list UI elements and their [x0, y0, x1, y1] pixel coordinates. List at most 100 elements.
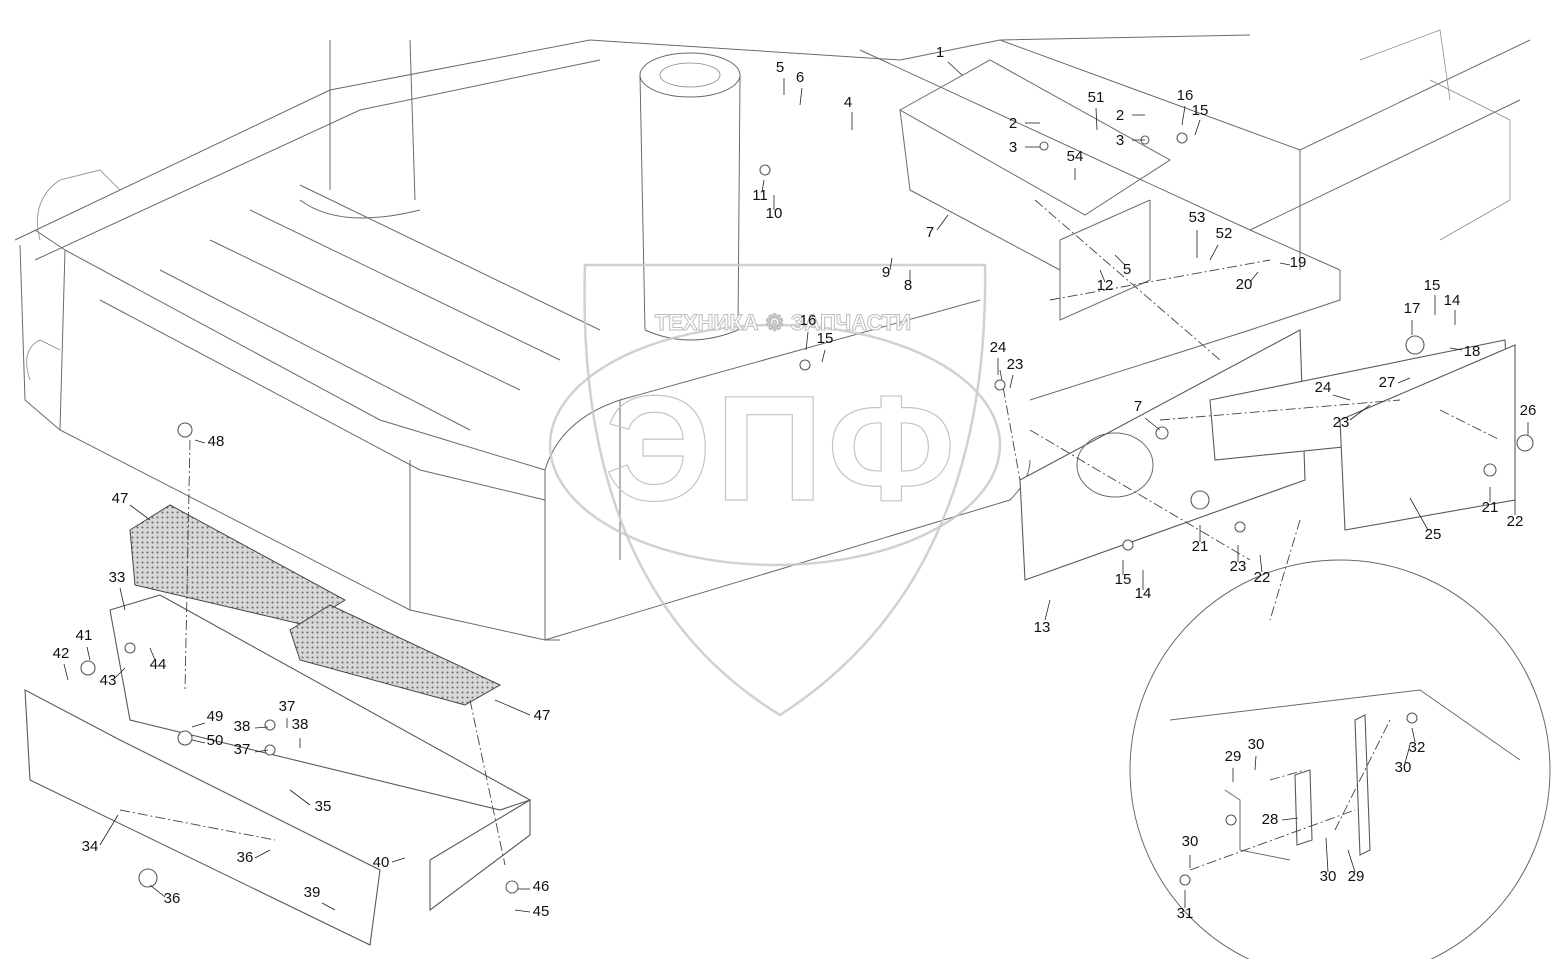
callout-label-c15b: 15: [1192, 102, 1209, 119]
leader-line-c42: [63, 663, 69, 681]
leader-line-c24b: [1332, 394, 1351, 401]
leader-line-c51: [1095, 107, 1098, 131]
callout-label-c17: 17: [1404, 300, 1421, 317]
leader-line-c47a: [129, 504, 151, 521]
leader-line-c9: [889, 257, 893, 271]
leader-line-c37b: [254, 749, 269, 753]
leader-line-c23a: [1009, 374, 1014, 389]
callout-label-c16a: 16: [1177, 87, 1194, 104]
callout-label-c47a: 47: [112, 490, 129, 507]
leader-line-c43: [114, 667, 126, 679]
callout-label-c14b: 14: [1135, 585, 1152, 602]
leader-line-c6: [799, 87, 803, 106]
leader-line-c39: [321, 902, 336, 911]
callout-label-c25: 25: [1425, 526, 1442, 543]
callout-label-c29b: 29: [1348, 868, 1365, 885]
leader-line-c36b: [149, 884, 166, 898]
callout-label-c34: 34: [82, 838, 99, 855]
callout-label-c48: 48: [208, 433, 225, 450]
leader-line-c7b: [1144, 417, 1161, 431]
callout-label-c16b: 16: [800, 312, 817, 329]
leader-line-c16b: [805, 331, 809, 351]
callout-label-c30a: 30: [1248, 736, 1265, 753]
leader-line-c35: [289, 789, 311, 806]
callout-label-c33: 33: [109, 569, 126, 586]
leader-line-c36a: [254, 849, 271, 859]
callout-label-c36a: 36: [237, 849, 254, 866]
callout-label-c23b: 23: [1333, 414, 1350, 431]
callout-label-c23c: 23: [1230, 558, 1247, 575]
assembly-lines: [119, 199, 1501, 871]
callout-label-c4: 4: [844, 94, 852, 111]
callout-label-c15c: 15: [817, 330, 834, 347]
watermark-brand-top: ТЕХНИКА ⚙ ЗАПЧАСТИ: [655, 310, 911, 335]
callout-label-c18: 18: [1464, 343, 1481, 360]
leader-line-c34: [99, 814, 119, 846]
watermark: ТЕХНИКА ⚙ ЗАПЧАСТИ ЭПФ: [548, 263, 1002, 717]
leader-line-c20: [1249, 271, 1259, 283]
leader-line-c15b: [1194, 119, 1201, 136]
callout-label-c12: 12: [1097, 277, 1114, 294]
callout-label-c8: 8: [904, 277, 912, 294]
callout-label-c37b: 37: [234, 741, 251, 758]
callout-label-c7a: 7: [926, 224, 934, 241]
mesh-mats-47: [129, 504, 502, 706]
leader-line-c48: [194, 439, 206, 444]
leader-line-c49: [191, 722, 206, 728]
leader-line-c7a: [936, 214, 949, 231]
callout-label-c11: 11: [752, 187, 768, 204]
leader-line-c1: [947, 61, 963, 76]
callout-label-c28: 28: [1262, 811, 1279, 828]
callout-label-c21b: 21: [1482, 499, 1499, 516]
leader-line-c23b: [1349, 404, 1371, 421]
leader-line-c19: [1279, 262, 1291, 266]
callout-label-c21a: 21: [1192, 538, 1209, 555]
callout-label-c27: 27: [1379, 374, 1396, 391]
leader-line-c27: [1397, 377, 1411, 384]
callout-label-c22a: 22: [1254, 569, 1271, 586]
door-panel-right: [1209, 339, 1516, 531]
callout-label-c49: 49: [207, 708, 224, 725]
callout-label-c15a: 15: [1424, 277, 1441, 294]
callout-label-c52: 52: [1216, 225, 1233, 242]
leader-line-c47b: [494, 699, 531, 716]
callout-label-c36b: 36: [164, 890, 181, 907]
callout-label-c37a: 37: [279, 698, 296, 715]
callout-label-c38a: 38: [234, 718, 251, 735]
callout-label-c40: 40: [373, 854, 390, 871]
lower-tray-33: [24, 594, 532, 946]
leader-line-c5b: [1114, 254, 1126, 266]
callout-label-c51: 51: [1088, 89, 1105, 106]
callout-label-c42: 42: [53, 645, 70, 662]
leader-line-c22a: [1259, 554, 1263, 573]
callout-label-c13: 13: [1034, 619, 1051, 636]
callout-label-c29a: 29: [1225, 748, 1242, 765]
callout-label-c30c: 30: [1182, 833, 1199, 850]
callout-label-c41: 41: [76, 627, 93, 644]
leader-line-c16a: [1181, 105, 1186, 126]
callout-label-c24b: 24: [1315, 379, 1332, 396]
leader-line-c28: [1281, 817, 1299, 821]
callout-label-c38b: 38: [292, 716, 309, 733]
leader-line-c32: [1411, 727, 1416, 743]
callout-label-c53: 53: [1189, 209, 1206, 226]
leader-line-c15c: [821, 349, 826, 363]
callout-label-c46: 46: [533, 878, 550, 895]
callout-label-c2a: 2: [1009, 115, 1017, 132]
callout-label-c23a: 23: [1007, 356, 1024, 373]
callout-label-c45: 45: [533, 903, 550, 920]
callout-label-c15d: 15: [1115, 571, 1132, 588]
callout-label-c3b: 3: [1116, 132, 1124, 149]
side-panel-13: [1019, 329, 1306, 581]
callout-label-c30d: 30: [1320, 868, 1337, 885]
leader-line-c30a: [1254, 755, 1257, 771]
leader-line-c25: [1409, 497, 1429, 531]
callout-label-c7b: 7: [1134, 398, 1142, 415]
callout-label-c32: 32: [1409, 739, 1426, 756]
leader-line-c38a: [254, 726, 269, 729]
leader-line-c44: [149, 647, 156, 661]
leader-line-c52: [1209, 244, 1219, 261]
leader-line-c30b: [1404, 744, 1411, 764]
